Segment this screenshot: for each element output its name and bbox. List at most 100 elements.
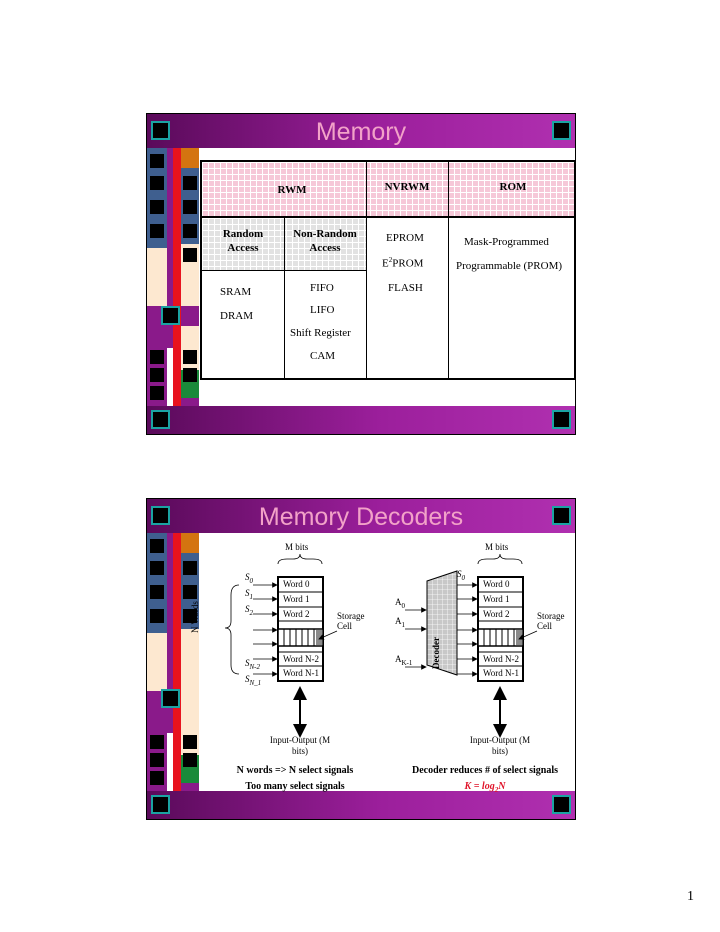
deco-square-icon: [183, 609, 197, 623]
word-1: Word 1: [283, 594, 310, 604]
item-eprom: EPROM: [386, 232, 424, 244]
item-flash: FLASH: [388, 282, 423, 294]
word-n-1: Word N-1: [283, 668, 320, 678]
select-s0: S0: [457, 569, 465, 582]
n-words-label: N Words: [190, 601, 200, 633]
n-words-brace: [224, 584, 240, 675]
storage-cell: [316, 630, 322, 645]
word-2: Word 2: [283, 609, 310, 619]
word-0: Word 0: [283, 579, 310, 589]
deco-square-icon: [183, 585, 197, 599]
item-lifo: LIFO: [310, 304, 335, 316]
formula-k-log2n: K = log2N: [464, 781, 506, 794]
address-a0: A0: [395, 597, 405, 610]
decoder-block: [426, 570, 458, 676]
storage-cell: [516, 630, 522, 645]
deco-square-icon: [150, 200, 164, 214]
deco-square-icon: [150, 368, 164, 382]
slide-title: Memory Decoders: [258, 503, 464, 531]
slide-memory: Memory: [146, 113, 576, 435]
deco-square-icon: [183, 200, 197, 214]
m-bits-label: M bits: [485, 542, 509, 552]
m-bits-brace: [477, 553, 523, 565]
m-bits-brace: [277, 553, 323, 565]
deco-square-icon: [150, 386, 164, 400]
deco-square-icon: [161, 689, 180, 708]
deco-bar: [181, 306, 199, 326]
deco-square-icon: [150, 176, 164, 190]
word-n-2: Word N-2: [483, 654, 520, 664]
corner-square-icon: [151, 506, 170, 525]
deco-square-icon: [150, 350, 164, 364]
address-ak-1: AK-1: [395, 654, 413, 667]
storage-cell-label: Storage Cell: [537, 611, 565, 631]
item-fifo: FIFO: [310, 282, 334, 294]
deco-square-icon: [150, 539, 164, 553]
title-bar: [147, 114, 575, 148]
select-s2: S2: [245, 604, 253, 617]
item-dram: DRAM: [220, 310, 254, 322]
right-memory-array: [405, 553, 538, 738]
deco-square-icon: [150, 224, 164, 238]
slide-memory-decoders: Memory Decoders: [146, 498, 576, 820]
deco-square-icon: [183, 176, 197, 190]
header-rwm: RWM: [277, 184, 307, 196]
corner-square-icon: [552, 795, 571, 814]
deco-square-icon: [150, 585, 164, 599]
divider: [202, 216, 574, 218]
deco-bar: [181, 148, 199, 168]
word-n-1: Word N-1: [483, 668, 520, 678]
item-shift-register: Shift Register: [290, 327, 351, 339]
deco-square-icon: [150, 753, 164, 767]
decoder-diagram: [224, 553, 538, 738]
deco-bar: [147, 533, 167, 633]
select-s1: S1: [245, 588, 253, 601]
deco-square-icon: [161, 306, 180, 325]
caption-too-many: Too many select signals: [245, 781, 345, 792]
m-bits-label: M bits: [285, 542, 309, 552]
deco-square-icon: [183, 561, 197, 575]
corner-square-icon: [552, 410, 571, 429]
deco-bar: [147, 148, 167, 248]
decoder-label: Decoder: [431, 637, 441, 669]
subheader-non-random-access: Non-Random Access: [293, 228, 357, 254]
deco-square-icon: [183, 350, 197, 364]
corner-square-icon: [151, 410, 170, 429]
corner-square-icon: [552, 506, 571, 525]
deco-bar: [181, 533, 199, 553]
bottom-bar: [147, 406, 575, 434]
memory-classification-table: RWM NVRWM ROM Random Access Non-Random A…: [200, 160, 575, 380]
select-sn-1: SN_1: [245, 674, 262, 687]
deco-square-icon: [150, 735, 164, 749]
word-0: Word 0: [483, 579, 510, 589]
storage-cell-label: Storage Cell: [337, 611, 365, 631]
corner-square-icon: [151, 795, 170, 814]
deco-square-icon: [183, 753, 197, 767]
deco-bar: [167, 533, 173, 733]
deco-bar: [173, 533, 181, 819]
divider: [448, 162, 449, 378]
divider: [366, 162, 367, 378]
item-programmable-prom: Programmable (PROM): [456, 260, 563, 272]
item-e2prom: E2PROM: [382, 256, 424, 270]
deco-bar: [147, 248, 167, 306]
item-sram: SRAM: [220, 286, 252, 298]
deco-bar: [147, 633, 167, 691]
io-label: Input-Output (M bits): [469, 735, 531, 756]
caption-decoder-reduces: Decoder reduces # of select signals: [412, 765, 558, 776]
deco-bar: [173, 148, 181, 434]
corner-square-icon: [552, 121, 571, 140]
table-header-row: [202, 162, 574, 216]
header-nvrwm: NVRWM: [384, 181, 430, 193]
deco-square-icon: [183, 224, 197, 238]
bottom-bar: [147, 791, 575, 819]
deco-bar: [167, 148, 173, 348]
item-cam: CAM: [310, 350, 336, 362]
header-rom: ROM: [499, 181, 527, 193]
title-bar: [147, 499, 575, 533]
deco-square-icon: [150, 609, 164, 623]
deco-square-icon: [150, 154, 164, 168]
deco-bar: [181, 629, 199, 711]
deco-square-icon: [183, 735, 197, 749]
